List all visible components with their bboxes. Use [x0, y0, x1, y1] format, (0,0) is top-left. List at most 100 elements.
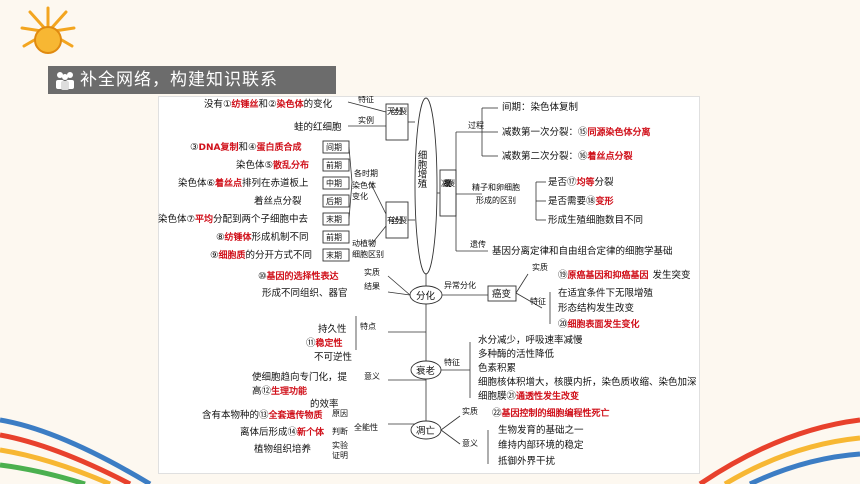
diff-feature-label: 特点: [360, 321, 376, 331]
tot-verify-label-2: 证明: [332, 451, 348, 460]
apoptosis-essence: ㉒基因控制的细胞编程性死亡: [492, 407, 610, 419]
diff-meaning-3: 的效率: [310, 398, 339, 410]
tot-judge-label: 判断: [332, 426, 348, 436]
diff-feature-3: 不可逆性: [314, 351, 353, 363]
ribbon-decoration: [0, 417, 152, 484]
apoptosis-3: 抵御外界干扰: [498, 455, 556, 467]
apoptosis-2: 维持内部环境的稳定: [498, 439, 584, 451]
sun-decoration: [20, 6, 76, 54]
connector: [348, 181, 353, 220]
diff-label-2: 细胞区别: [352, 249, 384, 259]
stage-prophase: 前期: [326, 160, 342, 170]
jianshu-label: 减数分裂: [441, 178, 455, 188]
tot-1: 含有本物种的⑬全套遗传物质: [202, 409, 323, 421]
stage-boxes: [322, 140, 350, 262]
connector: [369, 181, 387, 215]
meiosis-d3: 形成生殖细胞数目不同: [548, 214, 643, 226]
connector: [515, 292, 543, 309]
totipotency-label: 全能性: [354, 422, 378, 432]
meiosis-d2: 是否需要⑱变形: [548, 195, 614, 207]
aging-1: 水分减少，呼吸速率减慢: [478, 334, 583, 346]
banner-title: 补全网络，构建知识联系: [80, 70, 278, 90]
meiosis-m1: 减数第一次分裂：⑮同源染色体分离: [502, 126, 651, 138]
cancer-feature-label: 特征: [530, 296, 546, 306]
cancer-feature-1: 在适宜条件下无限增殖: [558, 287, 654, 299]
cancer-feature-3: ⑳细胞表面发生变化: [558, 318, 640, 330]
apoptosis-essence-label: 实质: [462, 406, 478, 416]
stage-interphase: 间期: [326, 143, 342, 152]
connector: [440, 415, 461, 431]
connector: [347, 101, 387, 113]
section-banner: 补全网络，构建知识联系: [48, 66, 336, 94]
cancer-feature-2: 形态结构发生改变: [558, 302, 635, 314]
aibian-label: 癌变: [492, 288, 512, 300]
apoptosis-1: 生物发育的基础之一: [498, 424, 584, 436]
meiosis-interphase: 间期：染色体复制: [502, 101, 578, 113]
aging-2: 多种酶的活性降低: [478, 348, 555, 360]
diff-feature-2: ⑪稳定性: [306, 337, 343, 349]
diff-essence: ⑩基因的选择性表达: [258, 270, 339, 282]
fenhua-label: 分化: [416, 290, 436, 302]
diewang-label: 凋亡: [416, 425, 435, 437]
connector: [387, 291, 411, 296]
wusi-example-label: 实例: [358, 115, 374, 125]
connector: [515, 273, 529, 294]
stage-telophase-2: 末期: [326, 250, 342, 260]
side-label-2: 染色体: [352, 180, 376, 190]
diff-result: 形成不同组织、器官: [262, 287, 348, 299]
aging-feature-label: 特征: [444, 357, 460, 367]
meiosis-diff-label-1: 精子和卵细胞: [472, 182, 520, 192]
connector: [369, 225, 387, 247]
diff-meaning-2: 高⑫生理功能: [252, 385, 307, 397]
stage-anaphase: 后期: [326, 196, 342, 206]
tot-reason-label: 原因: [332, 409, 348, 418]
mitosis-row-7: 染色体⑦平均分配到两个子细胞中去: [158, 213, 309, 225]
youxi-label: 有丝分裂: [387, 215, 407, 225]
wusi-feature: 没有①纺锤丝和②染色体的变化: [204, 98, 333, 110]
tot-3: 植物组织培养: [254, 443, 312, 455]
mitosis-row-9: ⑨细胞质的分开方式不同: [210, 249, 312, 261]
connector: [387, 275, 411, 296]
diff-meaning-1: 使细胞趋向专门化，提: [252, 371, 348, 383]
aging-4: 细胞核体积增大，核膜内折，染色质收缩、染色加深: [478, 376, 697, 388]
mitosis-row-6: 着丝点分裂: [254, 195, 302, 207]
meiosis-diff-label-2: 形成的区别: [476, 195, 516, 205]
aibian-box: [487, 285, 517, 302]
side-label-3: 变化: [352, 191, 368, 201]
jianshu-box: [439, 169, 457, 217]
tot-2: 离体后形成⑭新个体: [240, 426, 325, 438]
stage-prophase-2: 前期: [326, 232, 342, 242]
wusi-example: 蛙的红细胞: [294, 121, 342, 133]
meiosis-d1: 是否⑰均等分裂: [548, 176, 614, 188]
diff-meaning-label: 意义: [364, 371, 380, 381]
cancer-essence-label: 实质: [532, 262, 548, 272]
meiosis-m2: 减数第二次分裂：⑯着丝点分裂: [502, 150, 633, 162]
stage-metaphase: 中期: [326, 178, 342, 188]
ribbon-decoration-right: [698, 417, 860, 484]
diff-essence-label: 实质: [364, 267, 380, 277]
wusi-label: 无丝分裂: [387, 106, 407, 116]
concept-map: 细胞增殖 无丝分裂 特征 实例 没有①纺锤丝和②染色体的变化 蛙的红细胞 有丝分…: [158, 96, 697, 467]
mitosis-row-8: ⑧纺锤体形成机制不同: [216, 231, 309, 243]
stage-telophase: 末期: [326, 214, 342, 224]
cancer-essence: ⑲原癌基因和抑癌基因发生突变: [558, 269, 691, 281]
wusi-feature-label: 特征: [358, 96, 374, 104]
aging-5: 细胞膜㉑通透性发生改变: [478, 390, 579, 402]
diff-result-label: 结果: [364, 281, 380, 291]
mitosis-row-4: 染色体⑤散乱分布: [236, 159, 309, 171]
diff-label-1: 动植物: [352, 238, 376, 248]
apoptosis-meaning-label: 意义: [462, 438, 478, 448]
tot-verify-label-1: 实验: [332, 440, 348, 450]
process-label: 过程: [468, 120, 484, 130]
connector: [348, 146, 353, 183]
heredity-text: 基因分离定律和自由组合定律的细胞学基础: [492, 245, 673, 257]
aging-3: 色素积累: [478, 362, 516, 374]
connector: [440, 429, 461, 445]
diff-feature-1: 持久性: [318, 323, 347, 335]
side-label-1: 各时期: [354, 168, 378, 178]
center-label: 细胞增殖: [416, 149, 428, 189]
mitosis-row-5: 染色体⑥着丝点排列在赤道板上: [178, 177, 309, 189]
shuailao-label: 衰老: [416, 365, 436, 377]
people-icon: [56, 72, 74, 90]
mitosis-row-3: ③DNA复制和④蛋白质合成: [190, 141, 302, 153]
